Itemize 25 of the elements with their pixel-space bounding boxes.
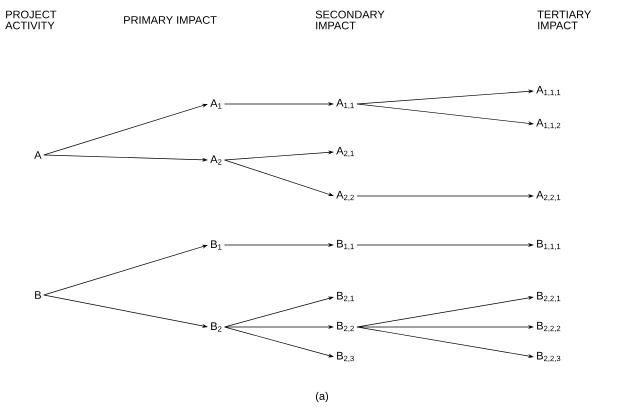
column-heading: PRIMARY IMPACT — [124, 16, 217, 24]
impact-label: A$_{1,1,2}$ — [536, 118, 560, 130]
impact-label: A$_{1,1,1}$ — [536, 86, 560, 96]
impact-label: A$_{1}$ — [210, 99, 222, 109]
impact-label: A$_{2,2}$ — [336, 190, 354, 202]
column-heading: PROJECT ACTIVITY — [5, 10, 56, 30]
impact-label: B$_{2,2}$ — [337, 322, 354, 332]
impact-label: B$_{1}$ — [211, 240, 222, 250]
impact-label: B$_{2,2,1}$ — [537, 292, 560, 302]
impact-label: B$_{2,2,2}$ — [537, 322, 560, 332]
column-heading: TERTIARY IMPACT — [537, 10, 591, 30]
impact-label: B$_{2,2,3}$ — [537, 352, 560, 362]
impact-label: B — [35, 291, 41, 299]
impact-label: B$_{2,1}$ — [337, 292, 354, 302]
impact-label: A — [34, 151, 42, 159]
impact-label: B$_{2,3}$ — [337, 352, 354, 362]
caption: (a) — [316, 392, 328, 402]
impact-label: A$_{2}$ — [210, 155, 222, 165]
impact-label: B$_{2}$ — [211, 322, 222, 332]
impact-label: B$_{1,1,1}$ — [537, 240, 560, 250]
impact-label: B$_{1,1}$ — [337, 240, 354, 250]
impact-label: A$_{2,1}$ — [336, 146, 354, 158]
impact-label: A$_{1,1}$ — [336, 98, 354, 110]
column-heading: SECONDARY IMPACT — [316, 10, 384, 30]
impact-label: A$_{2,2,1}$ — [536, 190, 560, 202]
